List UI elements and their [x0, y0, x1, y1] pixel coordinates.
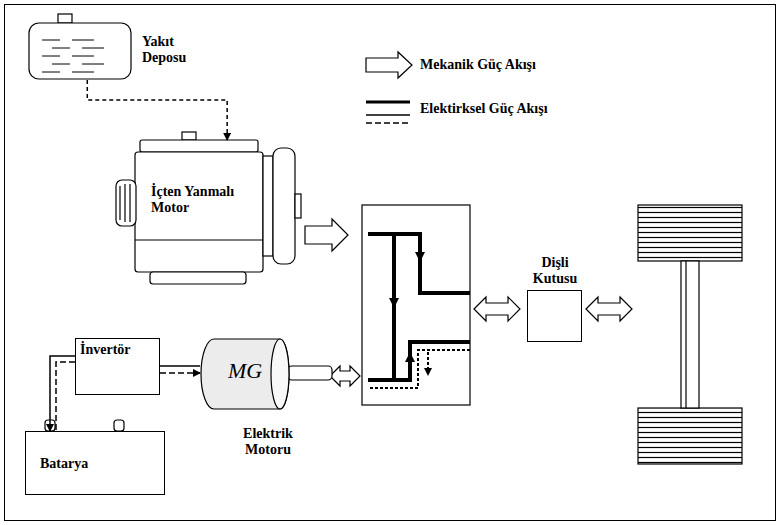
- engine: İçten Yanmalı Motor: [135, 140, 263, 275]
- legend-text: Mekanik Güç Akışı: [420, 57, 536, 73]
- legend-electric-thick: [366, 101, 410, 104]
- power-flow-line: [87, 80, 227, 140]
- legend-electric-dashed: [366, 122, 410, 124]
- engine-drawing: [116, 132, 301, 284]
- frame: [5, 5, 776, 521]
- motor-shaft: [288, 366, 332, 380]
- tank-outline: [28, 22, 132, 80]
- battery-terminal: [114, 420, 124, 431]
- tank-label: Yakıt Deposu: [142, 34, 204, 66]
- gearbox: Dişli Kutusu: [527, 290, 582, 342]
- mg-symbol: MG: [200, 358, 290, 383]
- mechanical-double-arrow: [474, 297, 520, 321]
- power-split-box: [362, 205, 470, 405]
- battery-label: Batarya: [40, 456, 88, 472]
- inverter-label: İnvertör: [80, 342, 131, 358]
- legend-electric-solid: [366, 114, 410, 116]
- power-flow-line: [50, 356, 75, 431]
- motor-generator: MGElektrik Motoru: [200, 338, 290, 410]
- power-flow-line: [160, 366, 200, 373]
- legend-mechanical-sample: [366, 52, 412, 78]
- mechanical-double-arrow: [330, 366, 360, 386]
- tank-cap: [58, 14, 72, 23]
- gearbox-label: Dişli Kutusu: [520, 255, 590, 287]
- mechanical-double-arrow: [586, 297, 632, 321]
- battery: Batarya: [25, 431, 165, 495]
- axle-wheels: [638, 205, 742, 464]
- fuel-tank: Yakıt Deposu: [28, 22, 132, 80]
- motor-label: Elektrik Motoru: [228, 426, 308, 458]
- inverter-box: İnvertör: [75, 338, 160, 395]
- mechanical-arrow: [305, 219, 348, 251]
- engine-label: İçten Yanmalı Motor: [151, 184, 255, 216]
- legend-text: Elektirksel Güç Akışı: [420, 101, 548, 117]
